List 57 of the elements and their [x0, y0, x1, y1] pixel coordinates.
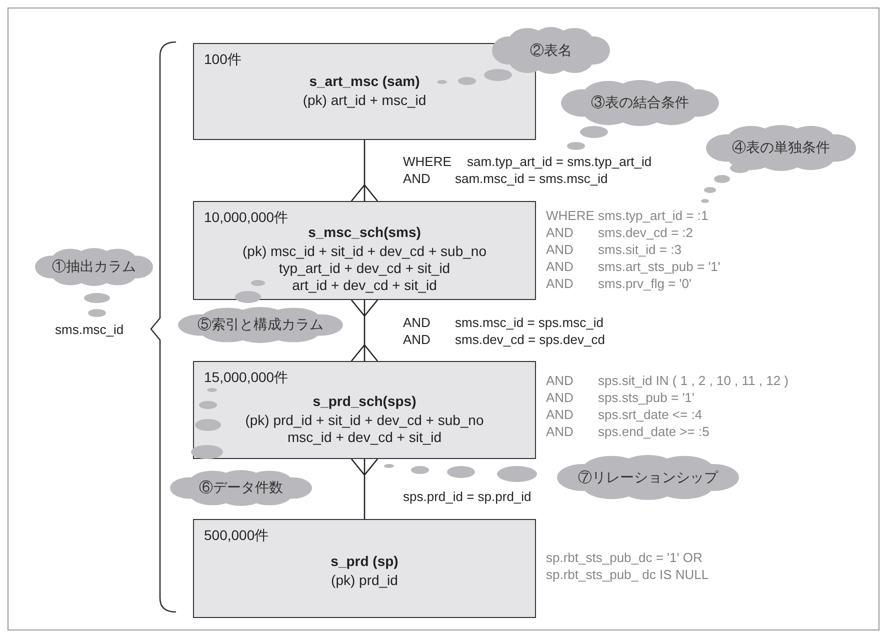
relationship-line	[350, 458, 378, 519]
index-columns: (pk) prd_id	[331, 572, 398, 589]
callout-text: ⑥データ件数	[199, 479, 283, 497]
condition-text: sps.sts_pub = '1'	[598, 389, 694, 406]
column-text: sms.msc_id	[55, 321, 124, 338]
condition-text: sms.sit_id = :3	[598, 241, 682, 258]
sql-keyword: AND	[546, 372, 574, 389]
sql-keyword: WHERE	[546, 207, 594, 224]
condition-text: sam.typ_art_id = sms.typ_art_id	[467, 153, 652, 170]
table-name: s_art_msc (sam)	[309, 73, 420, 90]
sql-keyword: AND	[546, 275, 574, 292]
record-count: 100件	[204, 51, 242, 69]
sql-keyword: AND	[546, 406, 574, 423]
callout-text: ④表の単独条件	[732, 139, 830, 157]
callout-text: ⑦リレーションシップ	[578, 468, 718, 486]
record-count: 10,000,000件	[204, 209, 288, 227]
sql-keyword: AND	[546, 241, 574, 258]
relationship-line	[350, 140, 378, 202]
index-columns: art_id + dev_cd + sit_id	[292, 277, 437, 294]
sql-keyword: AND	[546, 224, 574, 241]
index-columns: (pk) art_id + msc_id	[302, 92, 426, 109]
table-box	[193, 361, 536, 459]
table-name: s_prd_sch(sps)	[312, 393, 416, 410]
sql-keyword: AND	[546, 423, 574, 440]
callout-text: ⑤索引と構成カラム	[198, 316, 324, 334]
record-count: 15,000,000件	[204, 369, 288, 387]
sql-keyword: AND	[403, 170, 430, 187]
condition-text: sps.srt_date <= :4	[598, 406, 702, 423]
condition-text: sms.msc_id = sps.msc_id	[455, 314, 604, 331]
condition-text: sps.sit_id IN ( 1 , 2 , 10 , 11 , 12 )	[598, 372, 789, 389]
condition-text: sms.dev_cd = sps.dev_cd	[455, 331, 605, 348]
relationship-line	[350, 299, 378, 362]
condition-text: sps.prd_id = sp.prd_id	[403, 488, 532, 505]
index-columns: msc_id + dev_cd + sit_id	[287, 429, 442, 446]
condition-text: sp.rbt_sts_pub_dc = '1' OR sp.rbt_sts_pub_ dc IS NULL	[546, 549, 710, 583]
record-count: 500,000件	[204, 527, 269, 545]
callout-text: ①抽出カラム	[52, 258, 136, 276]
condition-text: sms.prv_flg = '0'	[598, 275, 692, 292]
table-box	[193, 519, 536, 618]
index-columns: typ_art_id + dev_cd + sit_id	[278, 260, 450, 277]
sql-keyword: AND	[403, 331, 430, 348]
table-name: s_prd (sp)	[330, 553, 398, 570]
condition-text: sms.art_sts_pub = '1'	[598, 258, 720, 275]
sql-keyword: AND	[546, 389, 574, 406]
callout-text: ③表の結合条件	[591, 94, 689, 112]
sql-keyword: WHERE	[403, 153, 452, 170]
sql-keyword: AND	[403, 314, 430, 331]
index-columns: (pk) msc_id + sit_id + dev_cd + sub_no	[242, 243, 486, 260]
condition-text: sps.end_date >= :5	[598, 423, 710, 440]
condition-text: sms.typ_art_id = :1	[598, 207, 708, 224]
table-box	[193, 201, 536, 300]
condition-text: sam.msc_id = sms.msc_id	[455, 170, 608, 187]
condition-text: sms.dev_cd = :2	[598, 224, 694, 241]
callout-text: ②表名	[530, 42, 572, 60]
index-columns: (pk) prd_id + sit_id + dev_cd + sub_no	[245, 412, 484, 429]
sql-keyword: AND	[546, 258, 574, 275]
table-name: s_msc_sch(sms)	[308, 224, 421, 241]
